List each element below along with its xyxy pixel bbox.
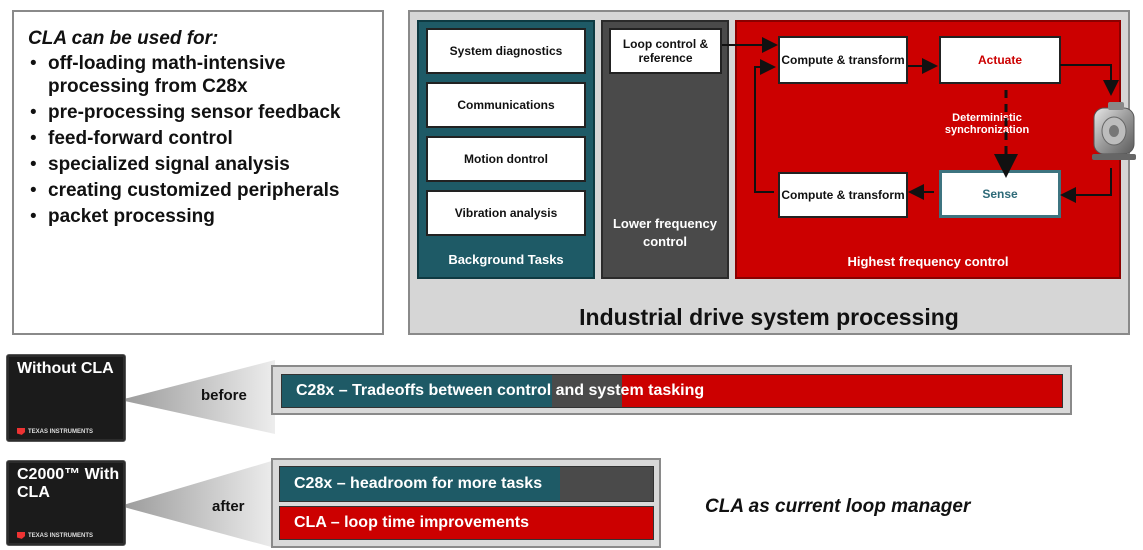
- task-motion-control: Motion dontrol: [426, 136, 586, 182]
- cla-uses-heading: CLA can be used for:: [28, 28, 219, 49]
- cla-use-item: off-loading math-intensive processing fr…: [28, 52, 370, 98]
- lower-frequency-column: Loop control & reference Lower frequency…: [601, 20, 729, 279]
- after-bar-bottom: CLA – loop time improvements: [279, 506, 654, 540]
- cla-use-item: creating customized peripherals: [28, 179, 370, 202]
- arrow-actuate-to-motor: [1060, 64, 1119, 96]
- before-bar: C28x – Tradeoffs between control and sys…: [281, 374, 1063, 408]
- without-cla-wedge: [120, 360, 275, 434]
- compute-transform-top: Compute & transform: [778, 36, 908, 84]
- cla-use-item: specialized signal analysis: [28, 153, 370, 176]
- ti-logo-icon: [17, 427, 25, 435]
- cla-use-item: packet processing: [28, 205, 370, 228]
- sync-label: Deterministic synchronization: [944, 112, 1030, 136]
- drive-title: Industrial drive system processing: [579, 304, 959, 330]
- task-vibration-analysis: Vibration analysis: [426, 190, 586, 236]
- without-cla-chip-label: Without CLA: [17, 360, 114, 377]
- actuate-box: Actuate: [939, 36, 1061, 84]
- highest-frequency-column: Compute & transform Actuate Deterministi…: [735, 20, 1121, 279]
- ti-brand-text: TEXAS INSTRUMENTS: [28, 429, 94, 435]
- ti-logo: TEXAS INSTRUMENTS: [17, 531, 94, 539]
- ti-brand-text: TEXAS INSTRUMENTS: [28, 533, 94, 539]
- ti-logo: TEXAS INSTRUMENTS: [17, 427, 94, 435]
- with-cla-chip-label: C2000™ With CLA: [17, 466, 120, 501]
- cla-use-item: feed-forward control: [28, 127, 370, 150]
- ti-logo-icon: [17, 531, 25, 539]
- cla-note: CLA as current loop manager: [705, 496, 971, 517]
- task-system-diagnostics: System diagnostics: [426, 28, 586, 74]
- after-bar-top: C28x – headroom for more tasks: [279, 466, 654, 502]
- flow-arrows: [722, 37, 1018, 200]
- arrow-feedback-loop: [754, 59, 776, 193]
- background-tasks-label: Background Tasks: [448, 252, 564, 267]
- after-bar-top-text: C28x – headroom for more tasks: [294, 475, 543, 492]
- before-bar-frame: C28x – Tradeoffs between control and sys…: [271, 365, 1072, 415]
- background-tasks-column: System diagnostics Communications Motion…: [417, 20, 595, 279]
- arrow-motor-to-sense: [1060, 168, 1112, 203]
- compute-transform-bottom: Compute & transform: [778, 172, 908, 218]
- task-communications: Communications: [426, 82, 586, 128]
- after-bar-frame: C28x – headroom for more tasks CLA – loo…: [271, 458, 661, 548]
- lower-frequency-label: Lower frequency control: [612, 216, 718, 249]
- without-cla-chip: Without CLA TEXAS INSTRUMENTS: [6, 354, 126, 442]
- cla-uses-list: off-loading math-intensive processing fr…: [28, 52, 370, 228]
- after-label: after: [212, 498, 245, 515]
- after-bar-bottom-text: CLA – loop time improvements: [294, 514, 529, 531]
- before-label: before: [201, 387, 247, 404]
- with-cla-wedge: [120, 460, 275, 548]
- highest-frequency-label: Highest frequency control: [847, 254, 1009, 269]
- cla-uses-panel: CLA can be used for: off-loading math-in…: [12, 10, 384, 335]
- before-bar-text: C28x – Tradeoffs between control and sys…: [296, 382, 705, 399]
- with-cla-chip: C2000™ With CLA TEXAS INSTRUMENTS: [6, 460, 126, 546]
- industrial-drive-panel: System diagnostics Communications Motion…: [408, 10, 1130, 335]
- motor-icon: [1092, 102, 1136, 160]
- loop-control-box: Loop control & reference: [609, 28, 722, 74]
- cla-use-item: pre-processing sensor feedback: [28, 101, 370, 124]
